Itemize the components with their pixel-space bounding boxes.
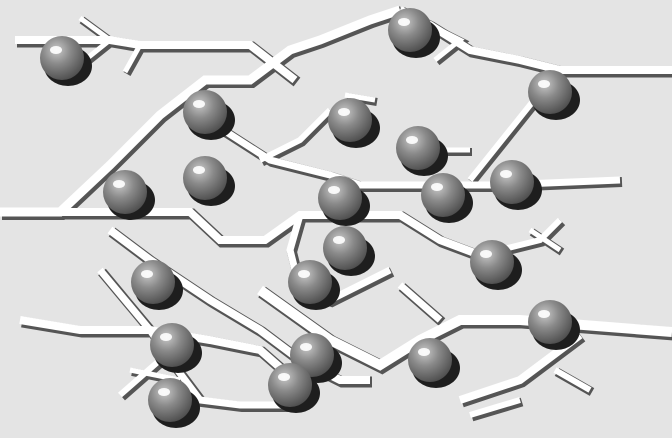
network-illustration bbox=[0, 0, 672, 438]
